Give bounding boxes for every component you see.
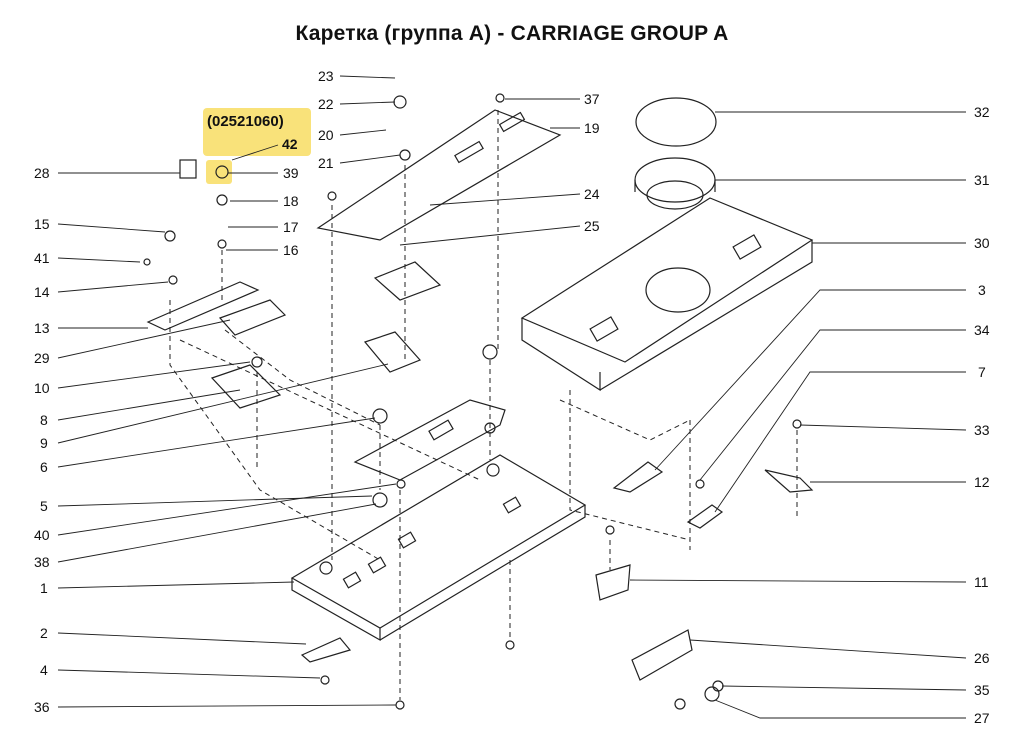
label-4: 4 xyxy=(40,662,48,678)
label-38: 38 xyxy=(34,554,50,570)
label-32: 32 xyxy=(974,104,990,120)
label-33: 33 xyxy=(974,422,990,438)
label-27: 27 xyxy=(974,710,990,726)
highlighted-part-code: (02521060) xyxy=(207,113,284,130)
label-18: 18 xyxy=(283,193,299,209)
label-11: 11 xyxy=(974,574,989,590)
label-31: 31 xyxy=(974,172,990,188)
label-22: 22 xyxy=(318,96,334,112)
label-15: 15 xyxy=(34,216,50,232)
label-21: 21 xyxy=(318,155,334,171)
label-5: 5 xyxy=(40,498,48,514)
label-37: 37 xyxy=(584,91,600,107)
label-25: 25 xyxy=(584,218,600,234)
label-19: 19 xyxy=(584,120,600,136)
label-8: 8 xyxy=(40,412,48,428)
label-29: 29 xyxy=(34,350,50,366)
label-35: 35 xyxy=(974,682,990,698)
label-30: 30 xyxy=(974,235,990,251)
label-6: 6 xyxy=(40,459,48,475)
dial-disc xyxy=(635,97,717,147)
part-highlight-box xyxy=(203,108,311,156)
label-14: 14 xyxy=(34,284,50,300)
label-3: 3 xyxy=(978,282,986,298)
carriage-cover xyxy=(520,197,814,363)
label-20: 20 xyxy=(318,127,334,143)
cam-plate xyxy=(353,399,506,481)
highlighted-part-number: 42 xyxy=(282,136,298,152)
label-26: 26 xyxy=(974,650,990,666)
label-13: 13 xyxy=(34,320,50,336)
chassis-plate xyxy=(290,454,587,629)
label-36: 36 xyxy=(34,699,50,715)
label-23: 23 xyxy=(318,68,334,84)
label-41: 41 xyxy=(34,250,50,266)
label-40: 40 xyxy=(34,527,50,543)
label-2: 2 xyxy=(40,625,48,641)
label-9: 9 xyxy=(40,435,48,451)
label-16: 16 xyxy=(283,242,299,258)
label-1: 1 xyxy=(40,580,48,596)
label-28: 28 xyxy=(34,165,50,181)
label-17: 17 xyxy=(283,219,299,235)
slide-plate xyxy=(316,109,562,241)
page-title: Каретка (группа A) - CARRIAGE GROUP A xyxy=(295,22,729,45)
label-39: 39 xyxy=(283,165,299,181)
label-34: 34 xyxy=(974,322,990,338)
label-10: 10 xyxy=(34,380,50,396)
label-7: 7 xyxy=(978,364,986,380)
label-12: 12 xyxy=(974,474,990,490)
label-24: 24 xyxy=(584,186,600,202)
